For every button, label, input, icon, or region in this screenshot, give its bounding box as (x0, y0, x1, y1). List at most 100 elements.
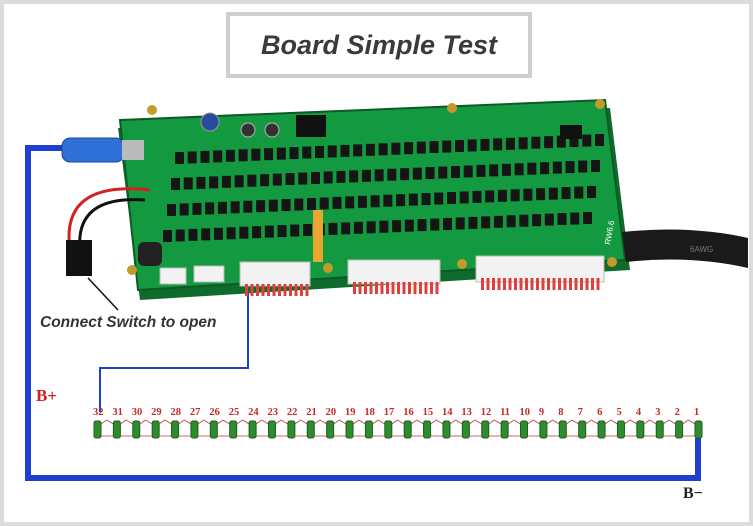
mosfet (570, 212, 580, 225)
cell-link (643, 419, 657, 425)
battery-cell (597, 420, 606, 439)
cell-number-label: 13 (461, 407, 472, 418)
battery-cell (248, 420, 257, 439)
connector-pin (408, 282, 411, 294)
battery-cell (93, 420, 102, 439)
mosfet (416, 141, 426, 154)
mosfet (171, 178, 180, 190)
cell-link (527, 419, 541, 425)
connector-small-1 (159, 267, 187, 285)
connector-pin (591, 278, 594, 290)
mosfet (510, 189, 520, 202)
cell-number-label: 17 (384, 407, 395, 418)
cell-link (546, 419, 560, 425)
mosfet (557, 213, 567, 226)
cell-link (178, 419, 192, 425)
battery-cell (675, 420, 684, 439)
battery-cell (345, 420, 354, 439)
mosfet (374, 169, 384, 182)
battery-cell (209, 420, 218, 439)
cell-link (662, 419, 676, 425)
mosfet (408, 193, 418, 206)
cell-link (410, 419, 424, 425)
cell-link (333, 419, 347, 425)
cell-number-label: 14 (442, 407, 453, 418)
mosfet (574, 186, 584, 199)
mosfet (260, 174, 270, 187)
switch-connector (66, 240, 92, 276)
cell-link (391, 419, 405, 425)
battery-cell (171, 420, 180, 439)
mosfet (213, 227, 223, 240)
connector-pin (525, 278, 528, 290)
battery-cell (112, 420, 121, 439)
cell-number-label: 32 (93, 407, 104, 418)
mosfet (221, 175, 231, 188)
mosfet (311, 172, 320, 184)
battery-cell (151, 420, 160, 439)
caption-pointer (87, 277, 119, 311)
mosfet (353, 144, 363, 157)
mosfet (336, 170, 346, 183)
connector-pin (541, 278, 545, 290)
connector-pin (508, 278, 512, 290)
inductor (138, 242, 162, 266)
mosfet (591, 160, 600, 172)
cell-link (100, 419, 114, 425)
mosfet (536, 188, 546, 201)
battery-cell (694, 420, 703, 439)
mosfet (226, 227, 236, 240)
connector-pin (424, 282, 428, 294)
mosfet (353, 221, 363, 234)
connector-pin (300, 284, 303, 296)
page-title: Board Simple Test (260, 29, 498, 60)
connector-pin (552, 278, 556, 290)
cell-link (314, 419, 327, 425)
cell-link (488, 419, 502, 425)
mosfet (527, 162, 537, 175)
mosfet (434, 192, 444, 205)
mosfet (213, 150, 223, 163)
mosfet (480, 138, 490, 151)
mosfet (341, 222, 351, 235)
standoff (323, 263, 333, 273)
connector-pin (503, 278, 506, 290)
cell-link (139, 419, 153, 425)
mosfet (463, 165, 473, 178)
connector-pin (386, 282, 389, 294)
connector-pin (430, 282, 433, 294)
mosfet (349, 170, 359, 183)
b-plus-label: B+ (36, 386, 58, 405)
standoff (147, 105, 157, 115)
mosfet (201, 228, 211, 241)
mosfet (163, 230, 172, 242)
mosfet (217, 201, 227, 214)
mosfet (587, 186, 596, 198)
connector-pin (278, 284, 281, 296)
mosfet (569, 135, 579, 148)
bms-board: 6AWG RW6.6 (118, 98, 748, 300)
cell-number-label: 1 (694, 407, 699, 418)
cell-number-label: 29 (151, 407, 162, 418)
mosfet-array (163, 134, 604, 242)
terminal-lug (122, 140, 144, 160)
battery-cell (403, 420, 412, 439)
mosfet (392, 220, 402, 233)
battery-cell (461, 420, 470, 439)
connector-pin (435, 282, 439, 294)
mosfet (417, 219, 427, 232)
mosfet (455, 217, 465, 230)
cell-number-label: 15 (423, 407, 434, 418)
mosfet (294, 198, 304, 211)
mosfet (192, 202, 202, 215)
cell-number-label: 6 (597, 407, 602, 418)
cell-link (449, 419, 463, 425)
mosfet (404, 219, 414, 232)
battery-cell (229, 420, 238, 439)
ic-chip (560, 125, 582, 139)
b-plus-wire (25, 145, 701, 481)
mosfet (209, 176, 219, 189)
connector-pin (397, 282, 400, 294)
connector-pin (283, 284, 287, 296)
cell-link (236, 419, 250, 425)
